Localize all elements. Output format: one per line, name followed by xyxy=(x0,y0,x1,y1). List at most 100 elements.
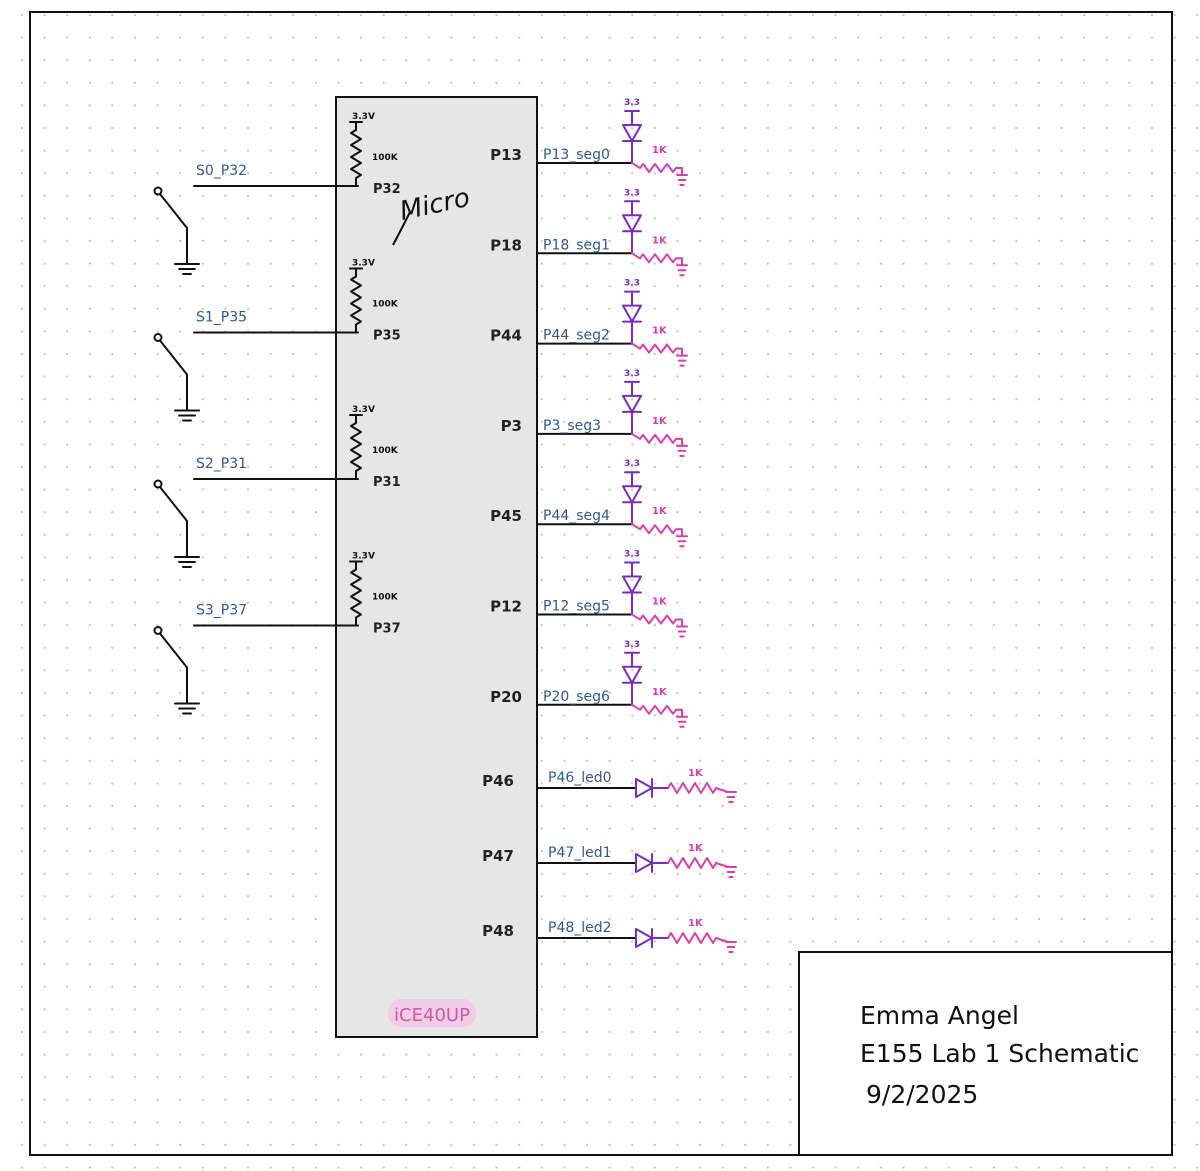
grid-dot xyxy=(857,827,860,830)
grid-dot xyxy=(902,443,905,446)
grid-dot xyxy=(156,624,159,627)
grid-dot xyxy=(292,872,295,875)
segment-supply-label: 3.3 xyxy=(624,550,640,560)
grid-dot xyxy=(179,420,182,423)
grid-dot xyxy=(1060,465,1063,469)
grid-dot xyxy=(43,13,46,17)
grid-dot xyxy=(133,669,137,672)
grid-dot xyxy=(721,827,724,830)
grid-dot xyxy=(676,511,679,514)
grid-dot xyxy=(879,737,882,740)
grid-dot xyxy=(66,963,69,966)
grid-dot xyxy=(1150,81,1154,85)
grid-dot xyxy=(721,872,724,875)
grid-dot xyxy=(201,239,204,243)
grid-dot xyxy=(111,375,114,378)
grid-dot xyxy=(314,262,317,265)
grid-dot xyxy=(789,624,792,627)
grid-dot xyxy=(947,691,950,695)
grid-dot xyxy=(20,850,24,853)
grid-dot xyxy=(585,420,589,423)
grid-dot xyxy=(269,465,272,469)
led-resistor-icon xyxy=(667,857,717,869)
grid-dot xyxy=(20,194,24,197)
grid-dot xyxy=(744,262,747,265)
grid-dot xyxy=(156,917,159,921)
grid-dot xyxy=(88,330,92,333)
grid-dot xyxy=(879,352,882,356)
grid-dot xyxy=(359,1076,363,1079)
grid-dot xyxy=(540,940,543,943)
grid-dot xyxy=(970,398,973,401)
grid-dot xyxy=(902,285,905,288)
grid-dot xyxy=(201,691,204,695)
grid-dot xyxy=(1173,578,1176,582)
grid-dot xyxy=(314,239,317,243)
grid-dot xyxy=(789,443,792,446)
grid-dot xyxy=(1083,352,1086,356)
grid-dot xyxy=(1060,420,1063,423)
grid-dot xyxy=(608,737,611,740)
grid-dot xyxy=(88,217,92,220)
led-pin-label: P46 xyxy=(482,772,514,790)
grid-dot xyxy=(857,13,860,17)
grid-dot xyxy=(1128,81,1131,85)
grid-dot xyxy=(879,149,882,152)
grid-dot xyxy=(20,1121,24,1124)
grid-dot xyxy=(721,1030,724,1034)
grid-dot xyxy=(292,1143,295,1147)
grid-dot xyxy=(766,782,769,785)
grid-dot xyxy=(156,262,159,265)
grid-dot xyxy=(789,556,792,559)
grid-dot xyxy=(811,149,815,152)
grid-dot xyxy=(1105,488,1109,491)
grid-dot xyxy=(834,104,837,107)
grid-dot xyxy=(721,262,724,265)
grid-dot xyxy=(924,827,928,830)
grid-dot xyxy=(1037,737,1041,740)
grid-dot xyxy=(924,262,928,265)
grid-dot xyxy=(246,691,250,695)
grid-dot xyxy=(20,601,24,604)
grid-dot xyxy=(88,1098,92,1102)
grid-dot xyxy=(43,1121,46,1124)
grid-dot xyxy=(224,782,227,785)
grid-dot xyxy=(970,714,973,717)
grid-dot xyxy=(766,104,769,107)
grid-dot xyxy=(857,59,860,62)
grid-dot xyxy=(66,1143,69,1147)
grid-dot xyxy=(66,330,69,333)
grid-dot xyxy=(1105,646,1109,649)
grid-dot xyxy=(292,398,295,401)
grid-dot xyxy=(608,172,611,175)
grid-dot xyxy=(314,420,317,423)
grid-dot xyxy=(111,398,114,401)
grid-dot xyxy=(292,1166,295,1169)
grid-dot xyxy=(88,872,92,875)
grid-dot xyxy=(947,352,950,356)
grid-dot xyxy=(789,1166,792,1169)
grid-dot xyxy=(540,1053,543,1056)
led-ground-icon xyxy=(725,866,737,878)
grid-dot xyxy=(20,488,24,491)
grid-dot xyxy=(201,217,204,220)
grid-dot xyxy=(1173,398,1176,401)
grid-dot xyxy=(676,420,679,423)
grid-dot xyxy=(676,465,679,469)
grid-dot xyxy=(43,126,46,130)
segment-ground-icon xyxy=(676,174,688,186)
grid-dot xyxy=(269,1030,272,1034)
grid-dot xyxy=(970,81,973,85)
grid-dot xyxy=(924,443,928,446)
grid-dot xyxy=(563,1143,566,1147)
grid-dot xyxy=(585,398,589,401)
grid-dot xyxy=(585,963,589,966)
grid-dot xyxy=(970,443,973,446)
grid-dot xyxy=(1196,443,1199,446)
grid-dot xyxy=(698,1098,702,1102)
grid-dot xyxy=(631,375,634,378)
grid-dot xyxy=(608,850,611,853)
grid-dot xyxy=(43,81,46,85)
grid-dot xyxy=(450,13,453,17)
grid-dot xyxy=(405,36,408,39)
